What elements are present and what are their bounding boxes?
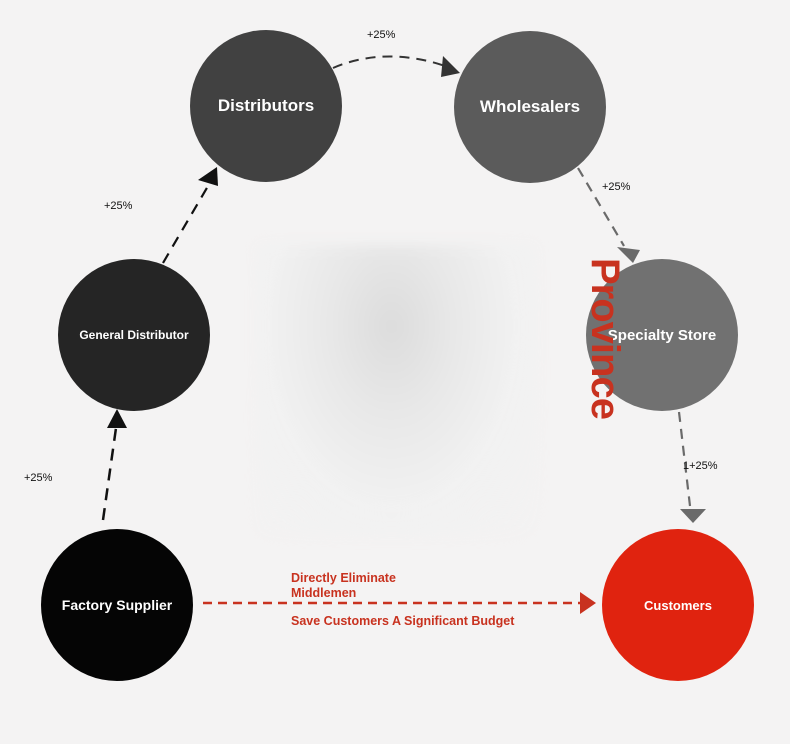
arrow-factory-to-general (101, 427, 118, 521)
markup-general-to-distributors: +25% (104, 200, 133, 212)
arrowhead-distributors-to-wholesalers (441, 56, 460, 77)
node-factory-supplier: Factory Supplier (41, 529, 193, 681)
arrowhead-factory-to-customers-direct (580, 592, 596, 614)
arrowhead-general-to-distributors (198, 167, 218, 186)
node-wholesalers-label: Wholesalers (479, 97, 581, 116)
arrowhead-factory-to-general (107, 409, 127, 428)
markup-distributors-to-wholesalers: +25% (367, 29, 396, 41)
arrowhead-wholesalers-to-specialty (617, 247, 640, 263)
arrow-specialty-to-customers (677, 411, 692, 507)
node-general-distributor: General Distributor (58, 259, 210, 411)
markup-factory-to-general: +25% (24, 472, 53, 484)
node-specialty-store: Specialty Store (586, 259, 738, 411)
arrow-general-to-distributors (162, 185, 209, 264)
arrowhead-specialty-to-customers (680, 509, 706, 523)
node-general-distributor-label: General Distributor (79, 328, 189, 342)
node-customers-label: Customers (644, 597, 712, 613)
node-specialty-store-label: Specialty Store (607, 326, 717, 344)
province-label: Province (583, 258, 627, 419)
direct-path-note: Save Customers A Significant Budget (291, 614, 515, 628)
direct-path-line2: Middlemen (291, 586, 357, 600)
markup-wholesalers-to-specialty: +25% (602, 181, 631, 193)
blurred-background-image (258, 245, 536, 535)
node-distributors: Distributors (190, 30, 342, 182)
direct-path-line1: Directly Eliminate (291, 571, 396, 585)
arrow-wholesalers-to-specialty (577, 167, 625, 247)
node-factory-supplier-label: Factory Supplier (61, 597, 173, 613)
arrow-distributors-to-wholesalers (332, 55, 446, 69)
node-customers: Customers (602, 529, 754, 681)
node-distributors-label: Distributors (217, 96, 315, 115)
node-wholesalers: Wholesalers (454, 31, 606, 183)
markup-specialty-to-customers: 1+25% (683, 460, 718, 472)
